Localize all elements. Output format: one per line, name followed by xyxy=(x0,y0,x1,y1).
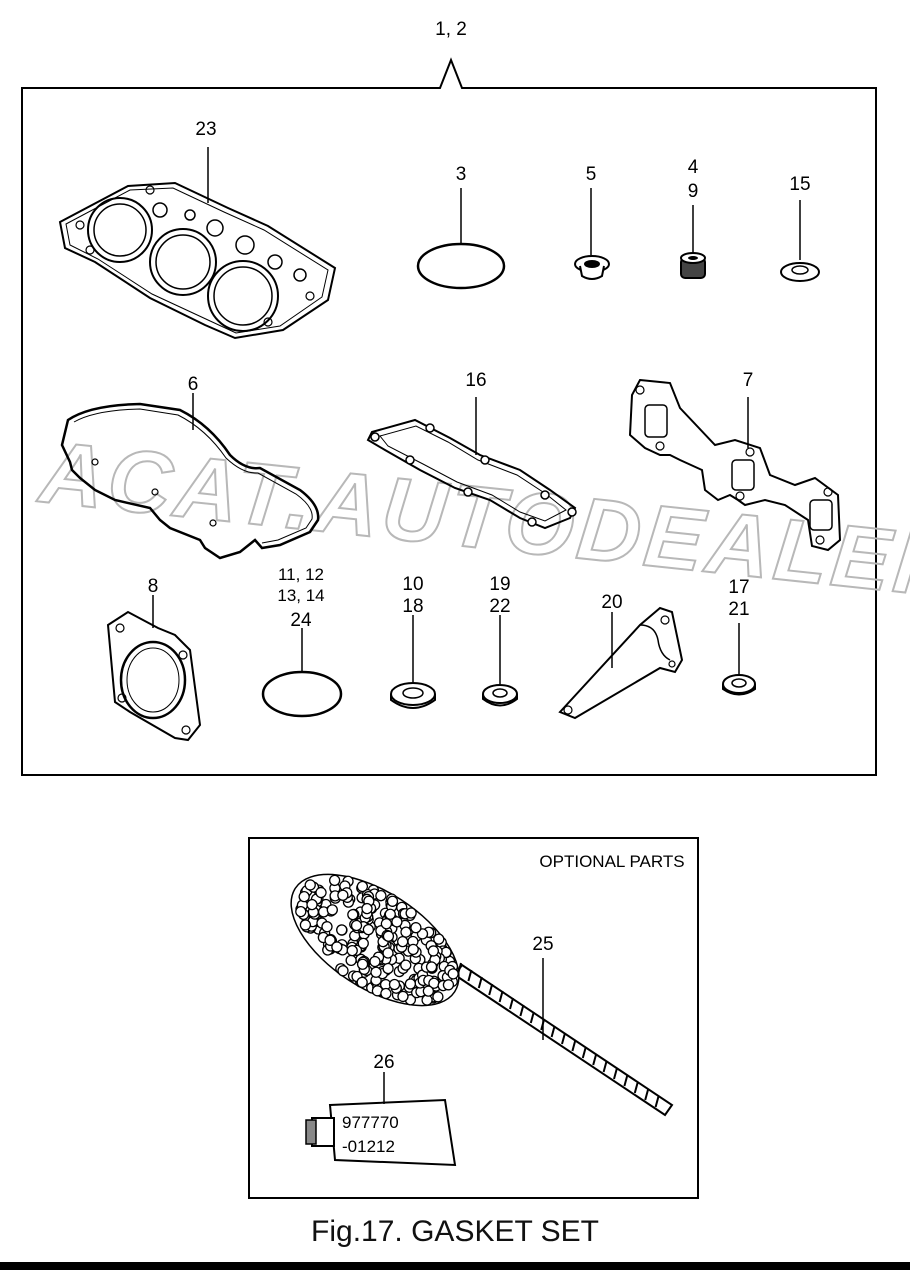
label-20: 20 xyxy=(601,592,622,613)
figure-caption: Fig.17. GASKET SET xyxy=(0,1215,910,1249)
part-17-21-washer xyxy=(723,623,755,695)
label-26: 26 xyxy=(373,1052,394,1073)
part-4-9-valve-seal xyxy=(681,205,705,278)
part-15-washer xyxy=(781,200,819,281)
label-10: 10 xyxy=(402,574,423,595)
label-15: 15 xyxy=(789,174,810,195)
tube-text-2: -01212 xyxy=(342,1137,395,1156)
bottom-border xyxy=(0,1262,910,1270)
label-21: 21 xyxy=(728,599,749,620)
part-3-o-ring xyxy=(418,188,504,288)
label-22: 22 xyxy=(489,596,510,617)
optional-parts-title: OPTIONAL PARTS xyxy=(539,852,684,871)
label-25: 25 xyxy=(532,934,553,955)
part-24-o-ring xyxy=(263,628,341,716)
label-24: 24 xyxy=(290,610,312,631)
label-8: 8 xyxy=(148,576,159,597)
label-13-14: 13, 14 xyxy=(277,586,324,605)
part-10-18-washer xyxy=(391,615,435,708)
watermark: ACAT.AUTODEALER.RU xyxy=(34,422,910,634)
part-5-seal xyxy=(575,188,609,279)
label-18: 18 xyxy=(402,596,423,617)
label-9: 9 xyxy=(688,181,699,202)
part-25-hone-brush xyxy=(269,848,672,1115)
part-26-sealant-tube: 977770 -01212 xyxy=(306,1072,455,1165)
tube-text-1: 977770 xyxy=(342,1113,399,1132)
label-19: 19 xyxy=(489,574,510,595)
label-16: 16 xyxy=(465,370,486,391)
part-8-flange-gasket xyxy=(108,595,200,740)
part-19-22-washer xyxy=(483,615,517,706)
label-3: 3 xyxy=(456,164,467,185)
part-20-plate-gasket xyxy=(560,608,682,718)
label-7: 7 xyxy=(743,370,754,391)
label-4: 4 xyxy=(688,157,699,178)
label-set: 1, 2 xyxy=(435,19,467,40)
label-23: 23 xyxy=(195,119,216,140)
label-6: 6 xyxy=(188,374,199,395)
label-11-12: 11, 12 xyxy=(278,565,324,584)
label-17: 17 xyxy=(728,577,749,598)
part-23-head-gasket xyxy=(60,147,335,338)
label-5: 5 xyxy=(586,164,597,185)
